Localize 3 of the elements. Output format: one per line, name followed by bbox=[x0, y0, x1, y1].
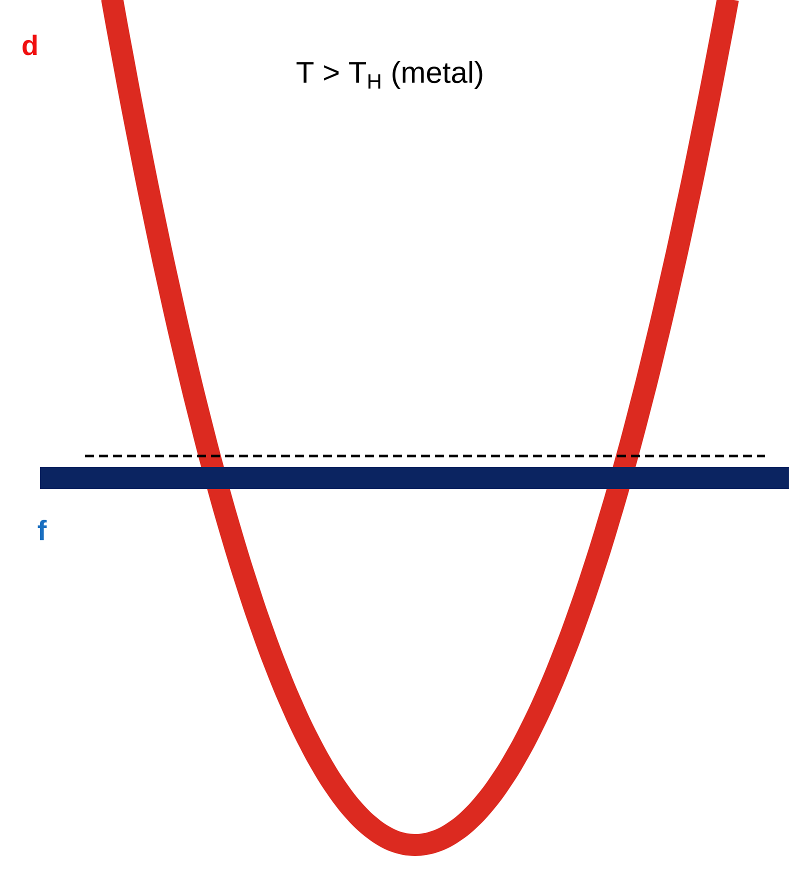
title: T > T$_{H}$ (metal) bbox=[296, 61, 482, 89]
band-label: f bbox=[38, 520, 47, 540]
band-label: d bbox=[22, 34, 37, 56]
